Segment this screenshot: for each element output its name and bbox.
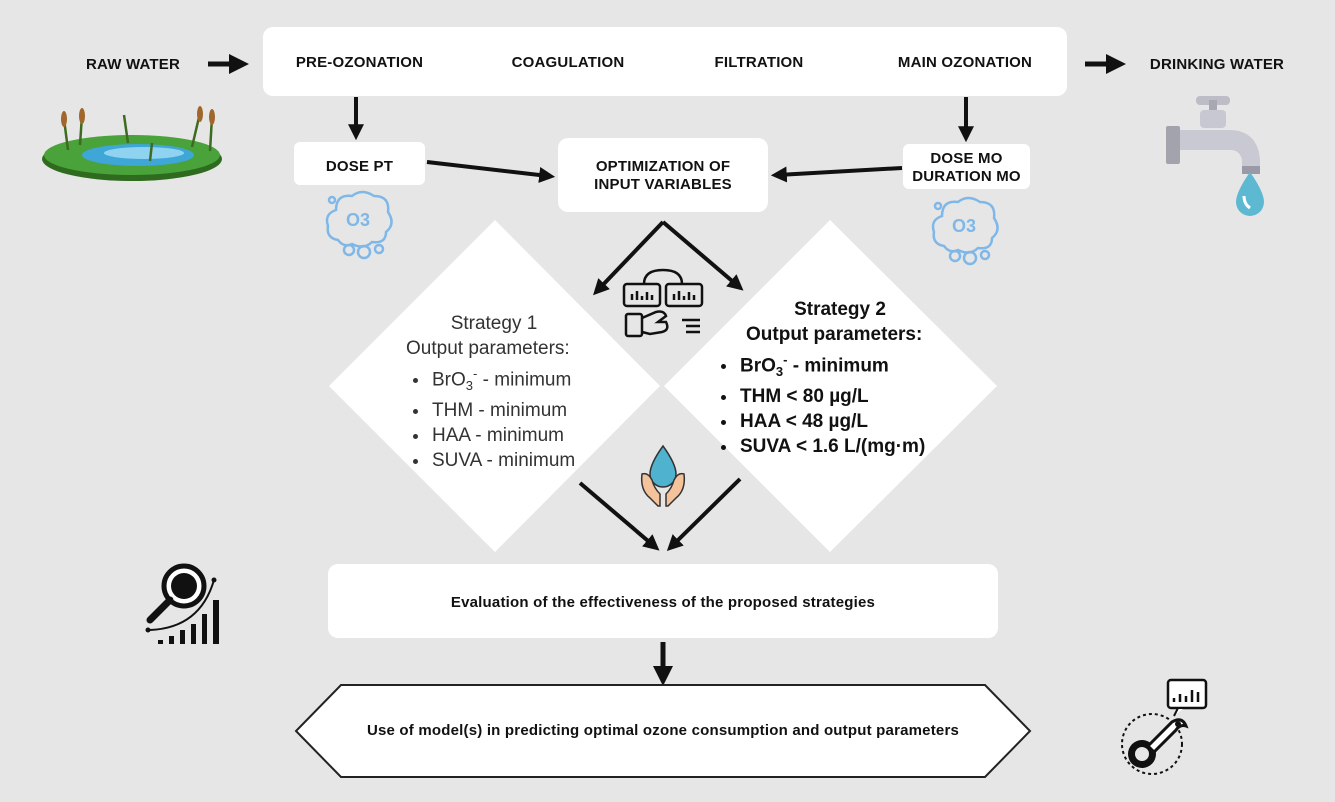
- gear-wrench-icon: [1121, 678, 1208, 775]
- evaluation-box: Evaluation of the effectiveness of the p…: [328, 564, 998, 638]
- strategy2-list: BrO3- - minimum THM < 80 µg/L HAA < 48 µ…: [710, 347, 970, 459]
- strategy1-item: SUVA - minimum: [430, 448, 604, 473]
- arrow-dose-mo-to-opt: [770, 166, 903, 183]
- dose-mo-label: DOSE MO: [930, 150, 1003, 167]
- arrow-dose-pt-to-opt: [426, 160, 556, 183]
- magnifier-chart-icon: [145, 563, 219, 644]
- dose-pt-label: DOSE PT: [325, 158, 394, 175]
- optimization-box: OPTIMIZATION OF INPUT VARIABLES: [558, 138, 768, 212]
- raw-water-label: RAW WATER: [85, 56, 180, 73]
- strategy2-text: Strategy 2 Output parameters: BrO3- - mi…: [710, 297, 970, 459]
- model-use-label: Use of model(s) in predicting optimal oz…: [366, 722, 960, 739]
- hands-water-icon: [640, 444, 686, 507]
- main-ozonation-label: MAIN OZONATION: [897, 54, 1033, 71]
- drinking-water-label: DRINKING WATER: [1149, 56, 1285, 73]
- data-analysis-icon: [622, 268, 704, 338]
- ozone-icon: O3: [931, 196, 999, 266]
- dose-mo-box: DOSE MO DURATION MO: [903, 144, 1030, 189]
- strategy1-item: THM - minimum: [430, 398, 604, 423]
- arrow-strategy1-to-eval: [578, 481, 660, 551]
- strategy2-item: THM < 80 µg/L: [738, 384, 970, 409]
- strategy1-item: HAA - minimum: [430, 423, 604, 448]
- ozone-icon: O3: [325, 190, 393, 260]
- ozone-symbol: O3: [346, 210, 370, 230]
- strategy2-item: SUVA < 1.6 L/(mg·m): [738, 434, 970, 459]
- strategy1-item: BrO3- - minimum: [430, 361, 604, 398]
- coagulation-label: COAGULATION: [511, 54, 625, 71]
- optimization-line1: OPTIMIZATION OF: [595, 158, 731, 175]
- pre-ozonation-label: PRE-OZONATION: [295, 54, 424, 71]
- strategy1-diamond: [329, 220, 660, 552]
- process-bar: [263, 27, 1067, 96]
- strategy1-title: Strategy 1: [450, 313, 538, 334]
- strategy2-title: Strategy 2: [794, 299, 886, 320]
- arrow-opt-to-strategy1: [593, 220, 665, 296]
- strategy2-item: BrO3- - minimum: [738, 347, 970, 384]
- strategy2-subtitle: Output parameters:: [746, 324, 923, 345]
- strategy2-diamond: [664, 220, 997, 552]
- strategy1-list: BrO3- - minimum THM - minimum HAA - mini…: [404, 361, 604, 473]
- dose-pt-box: DOSE PT: [294, 142, 425, 185]
- ozone-symbol: O3: [952, 216, 976, 236]
- optimization-line2: INPUT VARIABLES: [594, 176, 732, 193]
- model-use-hexagon: [294, 684, 1032, 778]
- pond-icon: [42, 106, 222, 181]
- duration-mo-label: DURATION MO: [912, 168, 1021, 185]
- filtration-label: FILTRATION: [714, 54, 804, 71]
- faucet-icon: [1166, 96, 1264, 216]
- strategy1-text: Strategy 1 Output parameters: BrO3- - mi…: [404, 311, 604, 473]
- arrow-strategy2-to-eval: [666, 477, 742, 552]
- arrow-opt-to-strategy2: [661, 220, 744, 291]
- evaluation-label: Evaluation of the effectiveness of the p…: [450, 594, 876, 611]
- strategy1-subtitle: Output parameters:: [406, 338, 570, 359]
- strategy2-item: HAA < 48 µg/L: [738, 409, 970, 434]
